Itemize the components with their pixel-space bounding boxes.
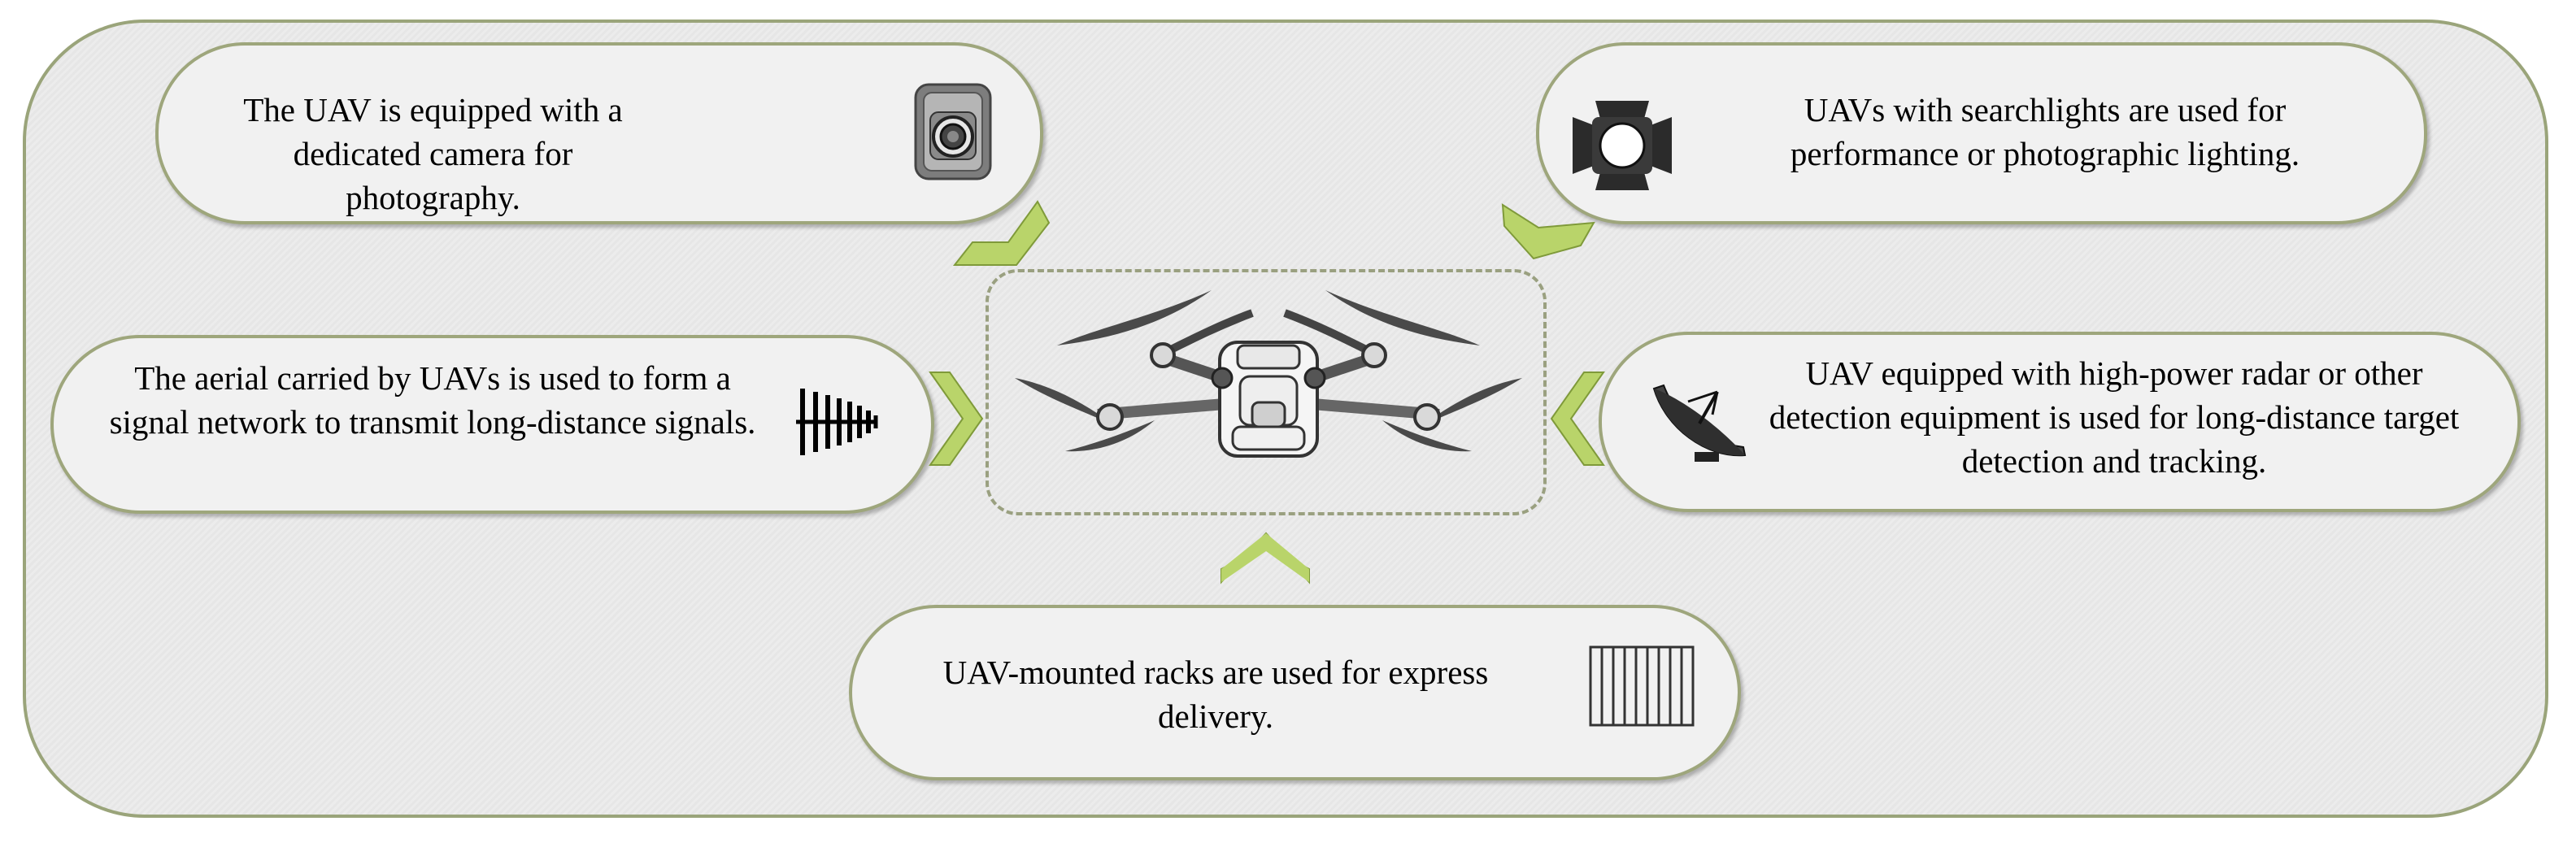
- center-drone-box: [986, 269, 1547, 515]
- rack-icon: [1589, 645, 1695, 727]
- arrow-from-camera: [952, 200, 1051, 266]
- radar-dish-icon: [1649, 379, 1753, 465]
- arrow-from-radar: [1550, 372, 1605, 466]
- arrow-from-aerial: [929, 372, 984, 466]
- camera-icon: [914, 83, 992, 180]
- node-camera: [155, 42, 1043, 224]
- node-aerial-text: The aerial carried by UAVs is used to fo…: [109, 359, 756, 441]
- node-searchlight: [1536, 42, 2427, 224]
- node-aerial: [50, 335, 934, 514]
- arrow-from-racks: [1221, 532, 1310, 584]
- node-radar-text: UAV equipped with high-power radar or ot…: [1769, 354, 2460, 480]
- node-searchlight-text: UAVs with searchlights are used for perf…: [1790, 91, 2300, 172]
- node-radar: [1599, 332, 2521, 512]
- drone-icon: [1008, 280, 1529, 463]
- antenna-icon: [793, 387, 881, 457]
- node-racks: [849, 605, 1741, 780]
- node-racks-text: UAV-mounted racks are used for express d…: [942, 654, 1489, 735]
- node-camera-text: The UAV is equipped with a dedicated cam…: [243, 91, 623, 216]
- searchlight-icon: [1569, 96, 1675, 195]
- arrow-from-searchlight: [1501, 203, 1595, 260]
